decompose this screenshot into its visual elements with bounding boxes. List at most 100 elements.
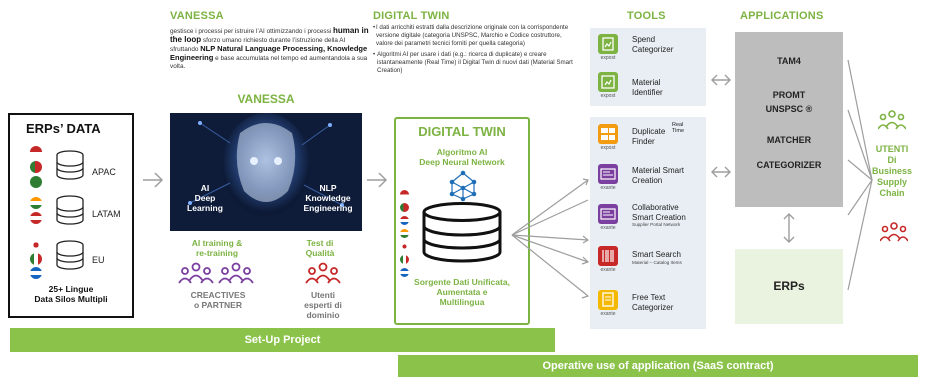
- business-users-label: UTENTI Di Business Supply Chain: [866, 144, 918, 199]
- app-promt[interactable]: PROMT: [772, 90, 806, 100]
- erp-data-title: ERPs’ DATA: [26, 121, 101, 136]
- unified-database-icon: [422, 202, 502, 263]
- creactives-label: CREACTIVES o PARTNER: [180, 290, 256, 310]
- vanessa-description: gestisce i processi per istruire l’AI ot…: [170, 27, 370, 71]
- experts-line: dominio: [306, 310, 340, 320]
- nlp-label-line: Engineering: [303, 203, 353, 213]
- tool-label: Spend Categorizer: [632, 35, 673, 54]
- tool-label: Smart Search Material – Catalog Items: [632, 250, 682, 266]
- team-people-icon: [178, 262, 214, 284]
- dt-bullet-2: Algoritmi AI per usare i dati (e.g.: ric…: [376, 51, 573, 74]
- operative-use-bar: Operative use of application (SaaS contr…: [398, 355, 918, 377]
- tool-tag: exante: [600, 311, 616, 317]
- chart-doc-icon: [598, 34, 618, 54]
- experts-line: esperti di: [304, 300, 342, 310]
- users-line: UTENTI: [875, 144, 909, 154]
- tool-duplicate-finder[interactable]: expost Duplicate Finder Real Time: [594, 122, 704, 154]
- flag-icon: [30, 253, 42, 265]
- flag-icon: [400, 216, 409, 225]
- algo-line: Deep Neural Network: [419, 157, 505, 167]
- tool-sublabel: Supplier Portal Network: [632, 222, 681, 227]
- flag-icon: [400, 190, 409, 199]
- tool-label-line: Identifier: [632, 87, 663, 97]
- tool-label-line: Categorizer: [632, 302, 674, 312]
- vanessa-ai-image: [170, 113, 362, 231]
- tool-tag: expost: [600, 93, 616, 99]
- tool-label-line: Creation: [632, 175, 663, 185]
- source-line: Aumentata e: [436, 287, 488, 297]
- tool-collaborative-smart-creation[interactable]: exante Collaborative Smart Creation Supp…: [594, 202, 704, 234]
- tool-spend-categorizer[interactable]: expost Spend Categorizer: [594, 32, 704, 64]
- tool-sublabel: Material – Catalog Items: [632, 259, 682, 265]
- tool-label-line: Smart Creation: [632, 212, 686, 222]
- tool-label-line: Material Smart: [632, 166, 685, 175]
- source-line: Multilingua: [439, 297, 485, 307]
- vanessa-desc-part-5: e base accumulata nel tempo ed aumentand…: [170, 55, 368, 70]
- source-line: Sorgente Dati Unificata,: [414, 277, 510, 287]
- business-users-icon: [878, 110, 906, 130]
- users-line: Chain: [879, 188, 905, 198]
- tool-label-line: Duplicate: [632, 127, 666, 136]
- users-line: Supply: [876, 177, 907, 187]
- tool-label-line: Collaborative: [632, 203, 679, 212]
- tool-tag: expost: [600, 55, 616, 61]
- dt-source-label: Sorgente Dati Unificata, Aumentata e Mul…: [394, 277, 530, 307]
- tool-material-identifier[interactable]: expost Material Identifier: [594, 70, 704, 102]
- vanessa-title: VANESSA: [237, 92, 295, 106]
- tool-smart-search[interactable]: exante Smart Search Material – Catalog I…: [594, 244, 704, 276]
- flag-icon: [400, 268, 409, 277]
- creactives-line: CREACTIVES: [190, 290, 246, 300]
- flag-icon: [400, 229, 409, 238]
- users-line: Business: [871, 166, 913, 176]
- nlp-label-line: Knowledge: [305, 193, 351, 203]
- app-unspsc[interactable]: UNSPSC ®: [765, 104, 813, 114]
- tool-label-line: Finder: [632, 136, 655, 146]
- tool-label: Material Smart Creation: [632, 166, 684, 185]
- domain-experts-icon: [305, 262, 341, 284]
- creactives-line: o PARTNER: [193, 300, 242, 310]
- tool-free-text-categorizer[interactable]: exante Free Text Categorizer: [594, 288, 704, 320]
- dt-algorithm-label: Algoritmo AI Deep Neural Network: [394, 147, 530, 167]
- tools-header: TOOLS: [627, 10, 666, 22]
- vanessa-top-title: VANESSA: [170, 10, 224, 22]
- erps-label: ERPs: [773, 279, 805, 293]
- quality-test-label: Test di Qualità: [290, 238, 350, 258]
- tool-tag: exante: [600, 267, 616, 273]
- applications-box: TAM4 PROMT UNSPSC ® MATCHER CATEGORIZER: [735, 32, 843, 207]
- digital-twin-title: DIGITAL TWIN: [418, 124, 506, 139]
- training-line: re-training: [195, 248, 239, 258]
- flag-icon: [400, 255, 409, 264]
- algo-line: Algoritmo AI: [436, 147, 488, 157]
- tool-label-line: Spend: [632, 35, 656, 44]
- vanessa-desc-part-3: sforzo umano richiesto durante l’istruzi…: [170, 37, 346, 53]
- experts-line: Utenti: [310, 290, 336, 300]
- flag-icon: [30, 212, 42, 224]
- flag-icon: [30, 146, 42, 158]
- tool-tag: expost: [600, 145, 616, 151]
- real-time-label: Real Time: [672, 122, 685, 134]
- erp-footer-languages: 25+ Lingue: [48, 284, 94, 294]
- app-matcher[interactable]: MATCHER: [766, 135, 812, 145]
- erp-footer: 25+ Lingue Data Silos Multipli: [8, 284, 134, 304]
- search-doc-icon: [598, 72, 618, 92]
- nlp-label-line: NLP: [319, 183, 337, 193]
- region-label: LATAM: [92, 209, 121, 219]
- app-categorizer[interactable]: CATEGORIZER: [756, 160, 822, 170]
- tool-label: Duplicate Finder: [632, 127, 665, 146]
- domain-experts-label: Utenti esperti di dominio: [292, 290, 354, 320]
- users-line: Di: [887, 155, 897, 165]
- form-icon: [598, 204, 618, 224]
- ai-label-line: AI: [200, 183, 210, 193]
- database-icon: [56, 195, 84, 225]
- tool-material-smart-creation[interactable]: exante Material Smart Creation: [594, 162, 704, 194]
- training-line: AI training &: [191, 238, 243, 248]
- ai-label-line: Learning: [187, 203, 223, 213]
- erps-box: ERPs: [735, 249, 843, 324]
- neural-network-icon: [449, 170, 477, 202]
- app-tam4[interactable]: TAM4: [777, 56, 801, 66]
- ai-label-line: Deep: [194, 193, 216, 203]
- tool-tag: exante: [600, 185, 616, 191]
- region-label: EU: [92, 255, 105, 265]
- flag-icon: [30, 197, 42, 209]
